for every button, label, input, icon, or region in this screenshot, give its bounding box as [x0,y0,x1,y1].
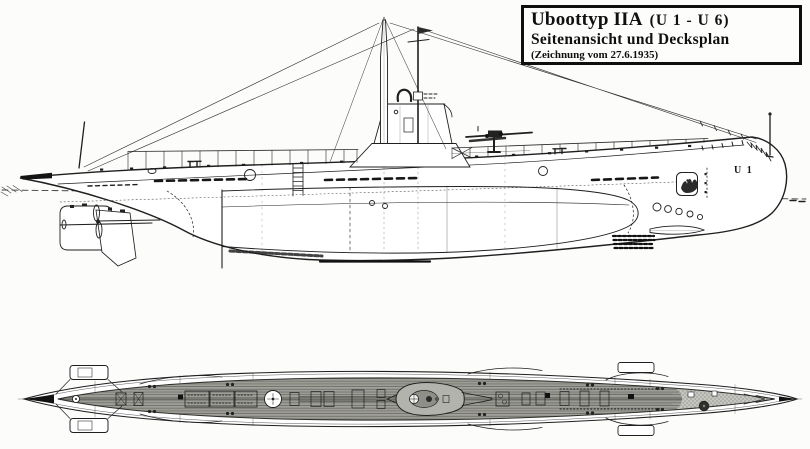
bow-planes-plan [559,362,669,436]
title-date: (Zeichnung vom 27.6.1935) [531,49,659,61]
stern-tip-plan [24,394,54,404]
title-box: Uboottyp IIA (U 1 - U 6) Seitenansicht un… [521,5,802,65]
bow-plane-side [649,225,706,235]
side-view-drawing: U 1 [0,16,807,269]
flood-holes [87,166,704,250]
bow-tip-plan [779,396,797,402]
title-boat-range: (U 1 - U 6) [649,12,730,29]
df-loop-icon [396,88,413,103]
bow-flagpole [766,115,774,158]
bollard-pairs [147,381,665,417]
conning-tower [348,88,471,251]
net-cutter-icon [746,141,772,162]
title-line-1: Uboottyp IIA (U 1 - U 6) [531,9,792,31]
stern-planes-plan [55,365,123,433]
guard-arcs [139,367,543,431]
conning-tower-plan [386,382,493,416]
attack-periscope [407,26,439,144]
antenna-cables [83,22,757,172]
title-class-name: Uboottyp IIA [531,9,643,30]
bow-group: U 1 [649,112,774,235]
eagle-emblem [676,172,698,196]
title-subtitle: Seitenansicht und Decksplan [531,31,730,48]
deck-fittings [100,144,692,197]
deck-plan-drawing [17,362,803,436]
hull-profile [19,136,788,263]
flak-gun [465,126,533,153]
stern-assembly [20,121,194,267]
hull-number: U 1 [734,165,753,176]
periscope-mast [329,16,447,163]
saddle-tank [221,184,639,269]
deck-fittings-plan [115,381,718,417]
railing-aft [127,149,359,170]
